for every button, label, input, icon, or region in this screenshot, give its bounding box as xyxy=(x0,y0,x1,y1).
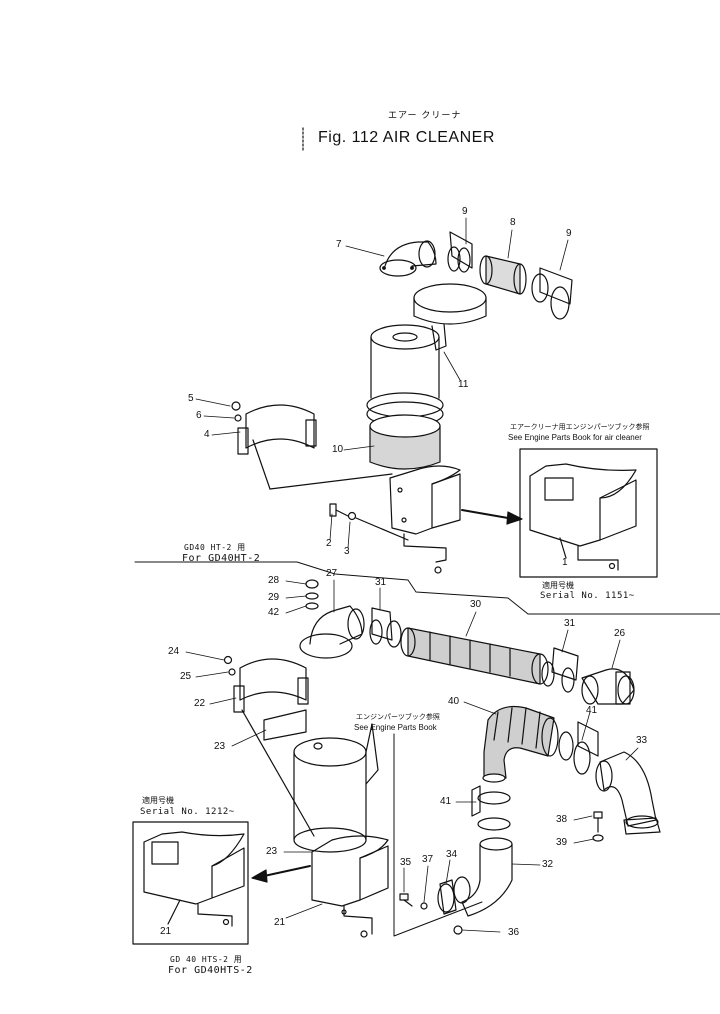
callout-41-right: 41 xyxy=(586,705,598,716)
callout-4: 4 xyxy=(204,429,210,440)
divider-line xyxy=(134,561,720,615)
note-gd40ht2-jp: GD40 HT-2 用 xyxy=(184,543,246,552)
callout-29: 29 xyxy=(268,592,280,603)
part-3-washer xyxy=(347,511,357,521)
leader xyxy=(355,517,409,541)
callout-21: 21 xyxy=(274,917,286,928)
part-36-nut xyxy=(453,925,463,935)
part-21-mount-bracket xyxy=(311,835,389,938)
part-39-washer xyxy=(592,834,604,842)
title-japanese: エアー クリーナ xyxy=(388,111,462,121)
part-10-filter-element xyxy=(369,414,441,470)
part-28-nut xyxy=(305,579,319,589)
part-33-elbow xyxy=(595,751,661,835)
part-34-clamp xyxy=(437,879,457,915)
callout-31-right: 31 xyxy=(564,618,576,629)
callout-2: 2 xyxy=(326,538,332,549)
part-31-clamp-left xyxy=(369,607,402,648)
leader xyxy=(252,439,271,490)
callout-42: 42 xyxy=(268,607,280,618)
part-7-elbow xyxy=(379,240,437,277)
note-engine-jp: エンジンパーツブック参照 xyxy=(356,714,440,721)
callout-41-left: 41 xyxy=(440,796,452,807)
callout-37: 37 xyxy=(422,854,434,865)
callout-30: 30 xyxy=(470,599,482,610)
callout-39: 39 xyxy=(556,837,568,848)
note-air-cleaner-jp: エアークリーナ用エンジンパーツブック参照 xyxy=(510,424,650,431)
part-29-washer xyxy=(305,592,319,600)
callout-26: 26 xyxy=(614,628,626,639)
callout-23-lower: 23 xyxy=(266,846,278,857)
note-serial-bottom-jp: 適用号機 xyxy=(142,796,174,805)
callout-9-right: 9 xyxy=(566,228,572,239)
callout-23-upper: 23 xyxy=(214,741,226,752)
part-42-washer xyxy=(305,602,319,610)
callout-40: 40 xyxy=(448,696,460,707)
callout-36: 36 xyxy=(508,927,520,938)
callout-34: 34 xyxy=(446,849,458,860)
note-gd40hts2: For GD40HTS-2 xyxy=(168,965,253,976)
callout-35: 35 xyxy=(400,857,412,868)
callout-5: 5 xyxy=(188,393,194,404)
callout-22: 22 xyxy=(194,698,206,709)
part-1-mount-bracket-top xyxy=(389,465,461,574)
callout-38: 38 xyxy=(556,814,568,825)
part-11-intake-cap xyxy=(413,283,487,351)
part-26-elbow xyxy=(581,668,635,705)
note-air-cleaner: See Engine Parts Book for air cleaner xyxy=(508,433,642,442)
callout-9-left: 9 xyxy=(462,206,468,217)
callout-6: 6 xyxy=(196,410,202,421)
callout-25: 25 xyxy=(180,671,192,682)
callout-leaders xyxy=(185,217,639,933)
part-37-washer xyxy=(420,902,428,910)
part-9-clamp-right xyxy=(531,267,573,320)
callout-3: 3 xyxy=(344,546,350,557)
part-32-elbow-pipe xyxy=(453,837,513,917)
note-serial-top: Serial No. 1151~ xyxy=(540,591,635,601)
lower-air-cleaner-body xyxy=(293,723,379,853)
air-cleaner-body xyxy=(366,324,444,427)
part-41-clamp-right xyxy=(558,721,599,775)
part-38-bolt xyxy=(593,811,603,833)
part-23-panel xyxy=(241,709,315,837)
note-gd40ht2: For GD40HT-2 xyxy=(182,553,261,564)
part-41-clamp-left xyxy=(471,785,511,831)
part-30-flex-hose xyxy=(400,627,549,685)
part-22-band-bracket xyxy=(223,655,309,713)
callout-1: 1 xyxy=(562,557,568,568)
callout-28: 28 xyxy=(268,575,280,586)
callout-10: 10 xyxy=(332,444,344,455)
callout-24: 24 xyxy=(168,646,180,657)
callout-32: 32 xyxy=(542,859,554,870)
leader xyxy=(269,473,393,490)
part-9-clamp-left xyxy=(447,231,473,273)
part-35-bolt xyxy=(399,893,413,907)
note-engine: See Engine Parts Book xyxy=(354,723,437,732)
note-serial-bottom: Serial No. 1212~ xyxy=(140,807,235,817)
detail-arrow-bottom xyxy=(251,865,311,883)
part-4-band-bracket xyxy=(231,401,317,455)
figure-title: Fig. 112 AIR CLEANER xyxy=(318,129,495,146)
part-8-hose xyxy=(479,255,527,295)
callout-8: 8 xyxy=(510,217,516,228)
note-serial-top-jp: 適用号機 xyxy=(542,581,574,590)
detail-box-top xyxy=(519,448,658,578)
engine-parts-outline xyxy=(393,733,483,937)
part-31-clamp-right xyxy=(541,647,579,693)
callout-27: 27 xyxy=(326,568,338,579)
detail-arrow-top xyxy=(461,509,523,525)
callout-7: 7 xyxy=(336,239,342,250)
note-gd40hts2-jp: GD 40 HTS-2 用 xyxy=(170,955,243,964)
callout-11: 11 xyxy=(458,379,469,390)
callout-31-left: 31 xyxy=(375,577,387,588)
part-2-bolt xyxy=(329,503,349,517)
callout-21-box: 21 xyxy=(160,926,172,937)
callout-33: 33 xyxy=(636,735,648,746)
part-27-elbow xyxy=(299,605,365,659)
part-40-flex-hose xyxy=(482,705,559,783)
detail-box-bottom xyxy=(132,821,249,945)
